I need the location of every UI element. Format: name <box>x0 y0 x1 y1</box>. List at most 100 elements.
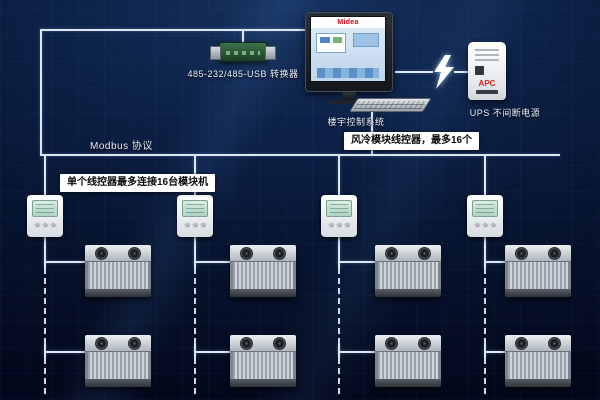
chiller-base <box>375 289 441 297</box>
fan-icon <box>273 336 286 350</box>
chiller-module-r1c3 <box>375 245 441 297</box>
stub-4-row1 <box>484 261 505 263</box>
controller-buttons <box>34 221 56 226</box>
apc-logo: APC <box>478 79 496 88</box>
keyboard <box>349 98 432 112</box>
chiller-base <box>505 289 571 297</box>
chiller-base <box>85 379 151 387</box>
chiller-top <box>230 335 296 352</box>
chiller-coil <box>85 352 151 379</box>
trunk-1-dashed-2 <box>44 358 46 394</box>
ups-slot <box>476 90 498 94</box>
fan-icon <box>95 336 108 350</box>
fan-icon <box>128 336 141 350</box>
chiller-module-r2c1 <box>85 335 151 387</box>
wire-monitor-to-bolt <box>395 71 433 73</box>
ups-vents <box>475 49 499 61</box>
fan-icon <box>240 246 253 260</box>
controller-buttons <box>474 221 496 226</box>
trunk-1-dashed <box>44 268 46 344</box>
wire-controller-2 <box>177 195 213 237</box>
screen-titlebar: Midea <box>311 17 385 28</box>
midea-logo: Midea <box>337 19 359 26</box>
wire-drop-controller-1 <box>44 156 46 195</box>
trunk-4-dashed-2 <box>484 358 486 394</box>
fan-icon <box>418 246 431 260</box>
monitor-stand <box>342 92 356 100</box>
controller-lcd <box>182 200 208 217</box>
chiller-top <box>375 335 441 352</box>
wire-controller-4 <box>467 195 503 237</box>
fan-icon <box>548 246 561 260</box>
wire-converter-stub <box>242 29 244 42</box>
chiller-base <box>230 379 296 387</box>
ups-label: UPS 不间断电源 <box>469 108 541 118</box>
controllers-note: 风冷模块线控器，最多16个 <box>344 132 480 150</box>
wire-drop-controller-4 <box>484 156 486 195</box>
app-block-blue <box>320 37 330 43</box>
chiller-coil <box>85 262 151 289</box>
wire-drop-controller-3 <box>338 156 340 195</box>
chiller-coil <box>230 262 296 289</box>
chiller-base <box>375 379 441 387</box>
chiller-top <box>230 245 296 262</box>
wire-left-vertical <box>40 29 42 156</box>
chiller-coil <box>375 262 441 289</box>
stub-4-row2 <box>484 351 505 353</box>
controller-lcd <box>32 200 58 217</box>
trunk-3-dashed <box>338 268 340 344</box>
wire-controller-3 <box>321 195 357 237</box>
stub-3-row2 <box>338 351 375 353</box>
controller-buttons <box>328 221 350 226</box>
wire-monitor-to-bus <box>371 104 373 156</box>
fan-icon <box>128 246 141 260</box>
stub-1-row1 <box>44 261 85 263</box>
chiller-top <box>85 335 151 352</box>
chiller-module-r1c1 <box>85 245 151 297</box>
fan-icon <box>418 336 431 350</box>
stub-3-row1 <box>338 261 375 263</box>
app-toolbar-strip <box>317 68 379 78</box>
485-converter-device <box>210 42 276 62</box>
chiller-top <box>505 245 571 262</box>
chiller-top <box>375 245 441 262</box>
fan-icon <box>240 336 253 350</box>
trunk-3-solid <box>338 237 340 268</box>
wire-controller-1 <box>27 195 63 237</box>
trunk-1-solid <box>44 237 46 268</box>
app-block-green <box>333 37 342 43</box>
app-panel-right <box>353 33 379 47</box>
chiller-coil <box>505 262 571 289</box>
chiller-base <box>85 289 151 297</box>
chiller-coil <box>230 352 296 379</box>
trunk-2-dashed <box>194 268 196 344</box>
chiller-module-r2c3 <box>375 335 441 387</box>
modules-note: 单个线控器最多连接16台模块机 <box>60 174 216 192</box>
screen-app-window <box>311 28 385 81</box>
fan-icon <box>515 246 528 260</box>
stub-2-row1 <box>194 261 230 263</box>
chiller-top <box>85 245 151 262</box>
fan-icon <box>385 336 398 350</box>
converter-label: 485-232/485-USB 转换器 <box>187 69 299 79</box>
fan-icon <box>273 246 286 260</box>
monitor-screen: Midea <box>310 16 386 82</box>
chiller-top <box>505 335 571 352</box>
chiller-module-r2c2 <box>230 335 296 387</box>
chiller-module-r2c4 <box>505 335 571 387</box>
monitor-stand-base <box>329 100 369 104</box>
computer-monitor: Midea <box>305 12 393 105</box>
controller-buttons <box>184 221 206 226</box>
ups-display <box>475 66 484 75</box>
stub-1-row2 <box>44 351 85 353</box>
chiller-base <box>230 289 296 297</box>
app-panel <box>316 33 346 53</box>
chiller-coil <box>375 352 441 379</box>
chiller-module-r1c4 <box>505 245 571 297</box>
lightning-bolt-icon <box>434 55 454 89</box>
chiller-base <box>505 379 571 387</box>
trunk-3-dashed-2 <box>338 358 340 394</box>
converter-stripe <box>226 51 260 55</box>
trunk-4-solid <box>484 237 486 268</box>
